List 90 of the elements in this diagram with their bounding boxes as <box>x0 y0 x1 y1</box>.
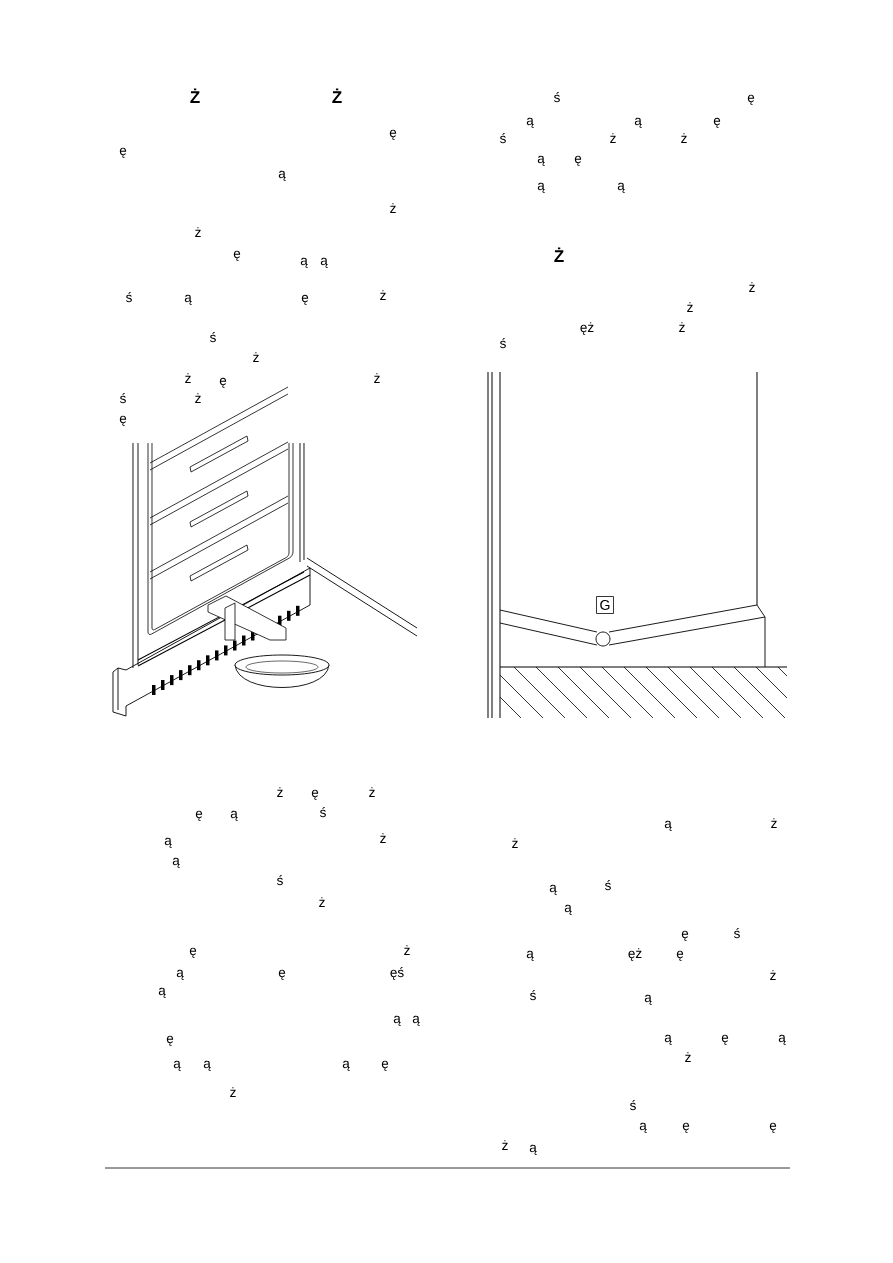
text-fragment: ę <box>682 1122 690 1133</box>
text-fragment: ż <box>380 833 386 843</box>
text-fragment: ż <box>502 1140 508 1150</box>
heading-fragment: Ż <box>332 88 342 103</box>
text-fragment: ś <box>500 133 506 144</box>
text-fragment: ę <box>278 969 286 980</box>
text-fragment: ż <box>404 945 410 955</box>
heading-fragment: Ż <box>554 247 564 262</box>
text-fragment: ę <box>166 1035 174 1046</box>
text-fragment: ą <box>778 1034 786 1045</box>
text-fragment: ż <box>230 1087 236 1097</box>
text-fragment: ęś <box>390 967 404 980</box>
text-fragment: ż <box>771 818 777 828</box>
text-fragment: ą <box>342 1060 350 1071</box>
text-fragment: ę <box>233 250 241 261</box>
text-fragment: ę <box>681 930 689 941</box>
text-fragment: ą <box>664 820 672 831</box>
text-fragment: ę <box>219 377 227 388</box>
text-fragment: ż <box>679 322 685 332</box>
text-fragment: ę <box>119 415 127 426</box>
text-fragment: ż <box>185 373 191 383</box>
text-fragment: ś <box>210 332 216 343</box>
text-fragment: ż <box>687 302 693 312</box>
text-fragment: ę <box>574 155 582 166</box>
text-fragment: ś <box>277 875 283 886</box>
text-fragment: ę <box>676 950 684 961</box>
text-fragment: ą <box>172 857 180 868</box>
text-fragment: ą <box>634 117 642 128</box>
text-fragment: ę <box>195 810 203 821</box>
text-fragment: ś <box>120 393 126 404</box>
text-fragment: ęż <box>628 948 642 961</box>
text-fragment: ę <box>189 947 197 958</box>
text-fragment: ę <box>389 129 397 140</box>
text-fragment: ę <box>721 1034 729 1045</box>
text-fragment: ż <box>277 787 283 797</box>
text-fragment: ż <box>685 1052 691 1062</box>
text-fragment: ś <box>530 990 536 1001</box>
text-fragment: ż <box>512 838 518 848</box>
text-fragment: ż <box>390 203 396 213</box>
text-fragment: ż <box>195 227 201 237</box>
text-fragment: ą <box>173 1060 181 1071</box>
text-fragment: ą <box>564 904 572 915</box>
text-fragment: ą <box>537 182 545 193</box>
text-fragment: ż <box>319 897 325 907</box>
text-fragment: ś <box>126 292 132 303</box>
text-fragment: ę <box>747 94 755 105</box>
text-fragment: ś <box>630 1100 636 1111</box>
text-fragment: ż <box>610 133 616 143</box>
text-fragment: ą <box>617 182 625 193</box>
text-fragment: ż <box>369 787 375 797</box>
text-fragment: ż <box>749 282 755 292</box>
text-fragment: ęż <box>580 322 594 335</box>
text-fragment: ś <box>500 338 506 349</box>
text-fragment: ę <box>311 789 319 800</box>
text-fragment: ą <box>158 987 166 998</box>
text-fragment: ż <box>681 133 687 143</box>
text-fragment: ą <box>393 1015 401 1026</box>
text-fragment: ś <box>554 92 560 103</box>
text-fragment: ś <box>320 807 326 818</box>
text-fragment: ą <box>549 884 557 895</box>
text-fragment: ż <box>374 373 380 383</box>
text-fragment: ą <box>537 155 545 166</box>
text-fragment: ą <box>412 1015 420 1026</box>
text-fragment: ę <box>381 1060 389 1071</box>
text-fragment: ą <box>320 257 328 268</box>
text-fragment: ą <box>164 837 172 848</box>
text-fragment: ę <box>769 1122 777 1133</box>
text-fragment: ż <box>770 970 776 980</box>
text-fragment: ś <box>734 928 740 939</box>
text-fragment: ż <box>380 290 386 300</box>
text-fragment: ą <box>644 994 652 1005</box>
text-fragment: ą <box>529 1144 537 1155</box>
text-fragment: ś <box>605 880 611 891</box>
text-fragment: ą <box>664 1034 672 1045</box>
text-fragment: ż <box>195 393 201 403</box>
text-fragment: ę <box>301 294 309 305</box>
text-fragment: ą <box>230 810 238 821</box>
text-fragment: ą <box>639 1122 647 1133</box>
text-fragment: ż <box>253 352 259 362</box>
text-fragment: ą <box>300 257 308 268</box>
heading-fragment: Ż <box>190 88 200 103</box>
text-fragment: ą <box>278 170 286 181</box>
text-fragment: ą <box>184 294 192 305</box>
text-fragment: ą <box>176 969 184 980</box>
text-fragment: ę <box>119 147 127 158</box>
callout-letter: G <box>596 596 614 614</box>
text-fragment: ę <box>713 117 721 128</box>
text-fragment: ą <box>526 950 534 961</box>
text-fragment: ą <box>203 1060 211 1071</box>
text-fragment: ą <box>526 117 534 128</box>
